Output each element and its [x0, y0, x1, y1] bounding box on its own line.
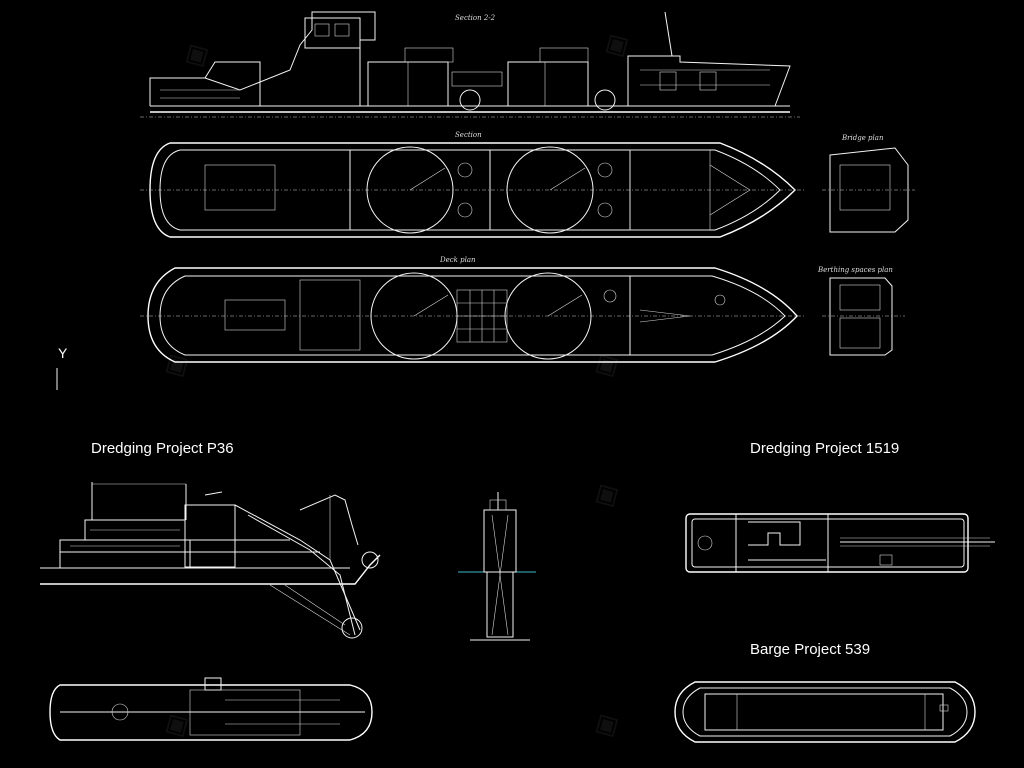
bridge-plan-drawing: Bridge plan: [822, 134, 915, 233]
dredging-p36-front-view: [458, 492, 536, 641]
dredging-1519-drawings: Dredging Project 1519: [685, 440, 995, 573]
ship-section-2-2-drawing: Section 2-2: [140, 11, 800, 118]
title-dredging-1519: Dredging Project 1519: [750, 440, 899, 457]
barge-539-plan-view: [674, 681, 976, 743]
title-barge-539: Barge Project 539: [750, 641, 870, 658]
dredging-1519-plan-view: [685, 513, 995, 573]
watermark-glyph: ◈: [585, 340, 628, 388]
watermark-glyph: ◈: [595, 20, 638, 68]
title-dredging-p36: Dredging Project P36: [91, 440, 234, 457]
ship-section-plan-drawing: Section: [140, 131, 805, 238]
berthing-spaces-plan-drawing: Berthing spaces plan: [817, 266, 905, 356]
dredging-p36-drawings: Dredging Project P36: [40, 440, 536, 741]
axis-y-label: Y: [58, 345, 68, 361]
barge-539-drawings: Barge Project 539: [674, 641, 976, 743]
dredging-p36-plan-view: [49, 677, 373, 741]
deck-plan-drawing: Deck plan: [140, 256, 805, 363]
watermark-layer: ◈ ◈ ◈ ◈ ◈ ◈ ◈: [155, 20, 638, 748]
dredging-p36-side-view: [40, 482, 381, 639]
label-bridge-plan: Bridge plan: [841, 134, 884, 142]
watermark-glyph: ◈: [175, 30, 218, 78]
watermark-glyph: ◈: [585, 470, 628, 518]
watermark-glyph: ◈: [585, 700, 628, 748]
label-section: Section: [455, 131, 482, 139]
label-berthing-spaces-plan: Berthing spaces plan: [817, 266, 893, 274]
ucs-axis-indicator: Y: [56, 345, 68, 390]
label-deck-plan: Deck plan: [439, 256, 476, 264]
label-section-2-2: Section 2-2: [455, 14, 496, 22]
watermark-glyph: ◈: [155, 340, 198, 388]
